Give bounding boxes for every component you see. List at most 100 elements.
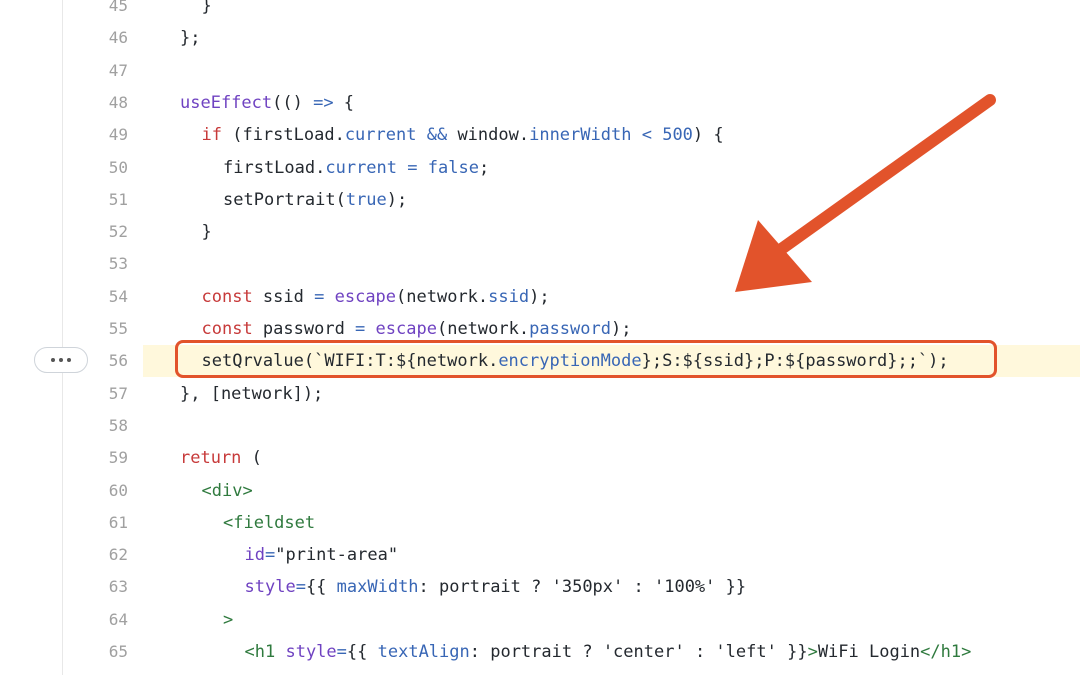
code-line-highlighted: 56 setQrvalue(`WIFI:T:${network.encryptio… (109, 345, 1080, 378)
code-token: : (623, 577, 654, 598)
code-token: 500 (662, 125, 693, 146)
gutter-divider (62, 0, 63, 675)
code-token: (() (272, 92, 314, 113)
code-token: : portrait ? (469, 642, 603, 662)
code-line: 51 setPortrait(true); (0, 184, 1080, 216)
expand-lines-button[interactable] (34, 347, 88, 373)
code-token: ); (529, 286, 550, 307)
line-number: 45 (108, 0, 128, 15)
code-token: ssid (252, 286, 315, 307)
code-text: useEffect(() => { (180, 90, 354, 116)
code-token: escape (334, 286, 397, 307)
line-number: 51 (108, 189, 128, 209)
code-token: (network. (396, 286, 489, 307)
code-line: 65 <h1 style={{ textAlign: portrait ? 'ce… (0, 636, 1080, 668)
code-token: }} (776, 642, 808, 662)
code-token: encryptionMode (498, 351, 642, 372)
code-token: setQrvalue(`WIFI:T:${network. (201, 351, 499, 372)
code-line: 58 (0, 410, 1080, 442)
code-token: "print-area" (275, 545, 399, 566)
code-text: if (firstLoad.current && window.innerWid… (180, 122, 724, 148)
code-line: 57}, [network]); (0, 378, 1080, 410)
line-number: 56 (108, 351, 128, 371)
code-token: : (684, 642, 716, 662)
code-token: 'center' (602, 642, 685, 662)
line-number: 55 (108, 319, 128, 338)
code-token: < (641, 125, 652, 146)
line-number: 65 (108, 642, 128, 661)
code-token: && (426, 125, 448, 146)
line-number: 59 (108, 448, 128, 468)
code-token: password (529, 319, 611, 339)
code-token: }; (180, 28, 201, 49)
code-token: ssid (488, 286, 530, 307)
code-token: current (344, 125, 417, 146)
code-text: const ssid = escape(network.ssid); (180, 284, 550, 310)
line-number: 54 (108, 286, 128, 306)
code-line: 64> (0, 604, 1080, 636)
code-token: 'left' (715, 642, 777, 662)
line-number: 53 (108, 254, 128, 274)
code-text: style={{ maxWidth: portrait ? '350px' : … (180, 574, 747, 600)
code-token: ( (241, 448, 262, 469)
code-text: <h1 style={{ textAlign: portrait ? 'cent… (180, 639, 972, 665)
code-line: 53 (0, 248, 1080, 280)
code-line: 45} (0, 0, 1080, 22)
code-token: false (427, 157, 479, 178)
code-token: current (325, 157, 398, 178)
code-token: = (355, 319, 366, 339)
code-text: > (180, 607, 233, 633)
code-token: ) { (692, 125, 724, 146)
code-token: = (314, 286, 325, 307)
line-number: 60 (108, 480, 128, 500)
code-line: 55 const password = escape(network.passwo… (0, 313, 1080, 345)
code-token: return (180, 448, 242, 469)
code-token: setPortrait( (223, 189, 346, 210)
code-token: => (313, 92, 334, 113)
code-line: 48 useEffect(() => { (0, 87, 1080, 119)
code-token: useEffect (180, 92, 273, 113)
code-text: <div> (180, 478, 253, 504)
code-text: setQrvalue(`WIFI:T:${network.encryptionM… (180, 348, 949, 374)
line-number: 47 (108, 60, 128, 80)
code-line: 52} (0, 216, 1080, 248)
line-number: 46 (108, 28, 128, 48)
code-token: ; (478, 157, 490, 178)
line-number: 61 (108, 512, 128, 532)
code-token: '100%' (653, 577, 716, 598)
more-dots-icon (51, 358, 55, 362)
code-line: 59 return ( (0, 442, 1080, 474)
code-token: = (264, 545, 276, 566)
code-text: return ( (180, 445, 262, 471)
code-text: firstLoad.current = false; (180, 155, 489, 181)
code-token: = (336, 642, 347, 662)
code-token: {{ (346, 642, 378, 662)
line-number: 58 (108, 415, 128, 435)
code-token: WiFi Login (817, 642, 921, 662)
code-text: setPortrait(true); (180, 187, 407, 213)
code-token: escape (375, 319, 437, 339)
code-token: window. (447, 125, 530, 146)
code-line: 46}; (0, 22, 1080, 54)
code-token: id (244, 545, 265, 566)
code-token: firstLoad. (223, 157, 326, 178)
code-token: style (285, 642, 337, 662)
code-text: const password = escape(network.password… (180, 316, 632, 342)
line-number: 49 (108, 125, 128, 145)
code-token: const (201, 286, 253, 307)
code-token: <h1 (244, 642, 276, 662)
code-token: if (201, 125, 222, 146)
code-line: 60 <div> (0, 475, 1080, 507)
code-token: }, [network]); (180, 383, 324, 404)
code-line: 47 (0, 55, 1080, 87)
code-token: '350px' (551, 577, 624, 598)
line-number: 52 (108, 222, 128, 242)
code-token: <fieldset (223, 512, 316, 533)
code-line: 49 if (firstLoad.current && window.innerW… (0, 119, 1080, 151)
line-number: 48 (108, 92, 128, 112)
code-text: id="print-area" (180, 542, 399, 568)
highlight-box (175, 340, 997, 378)
